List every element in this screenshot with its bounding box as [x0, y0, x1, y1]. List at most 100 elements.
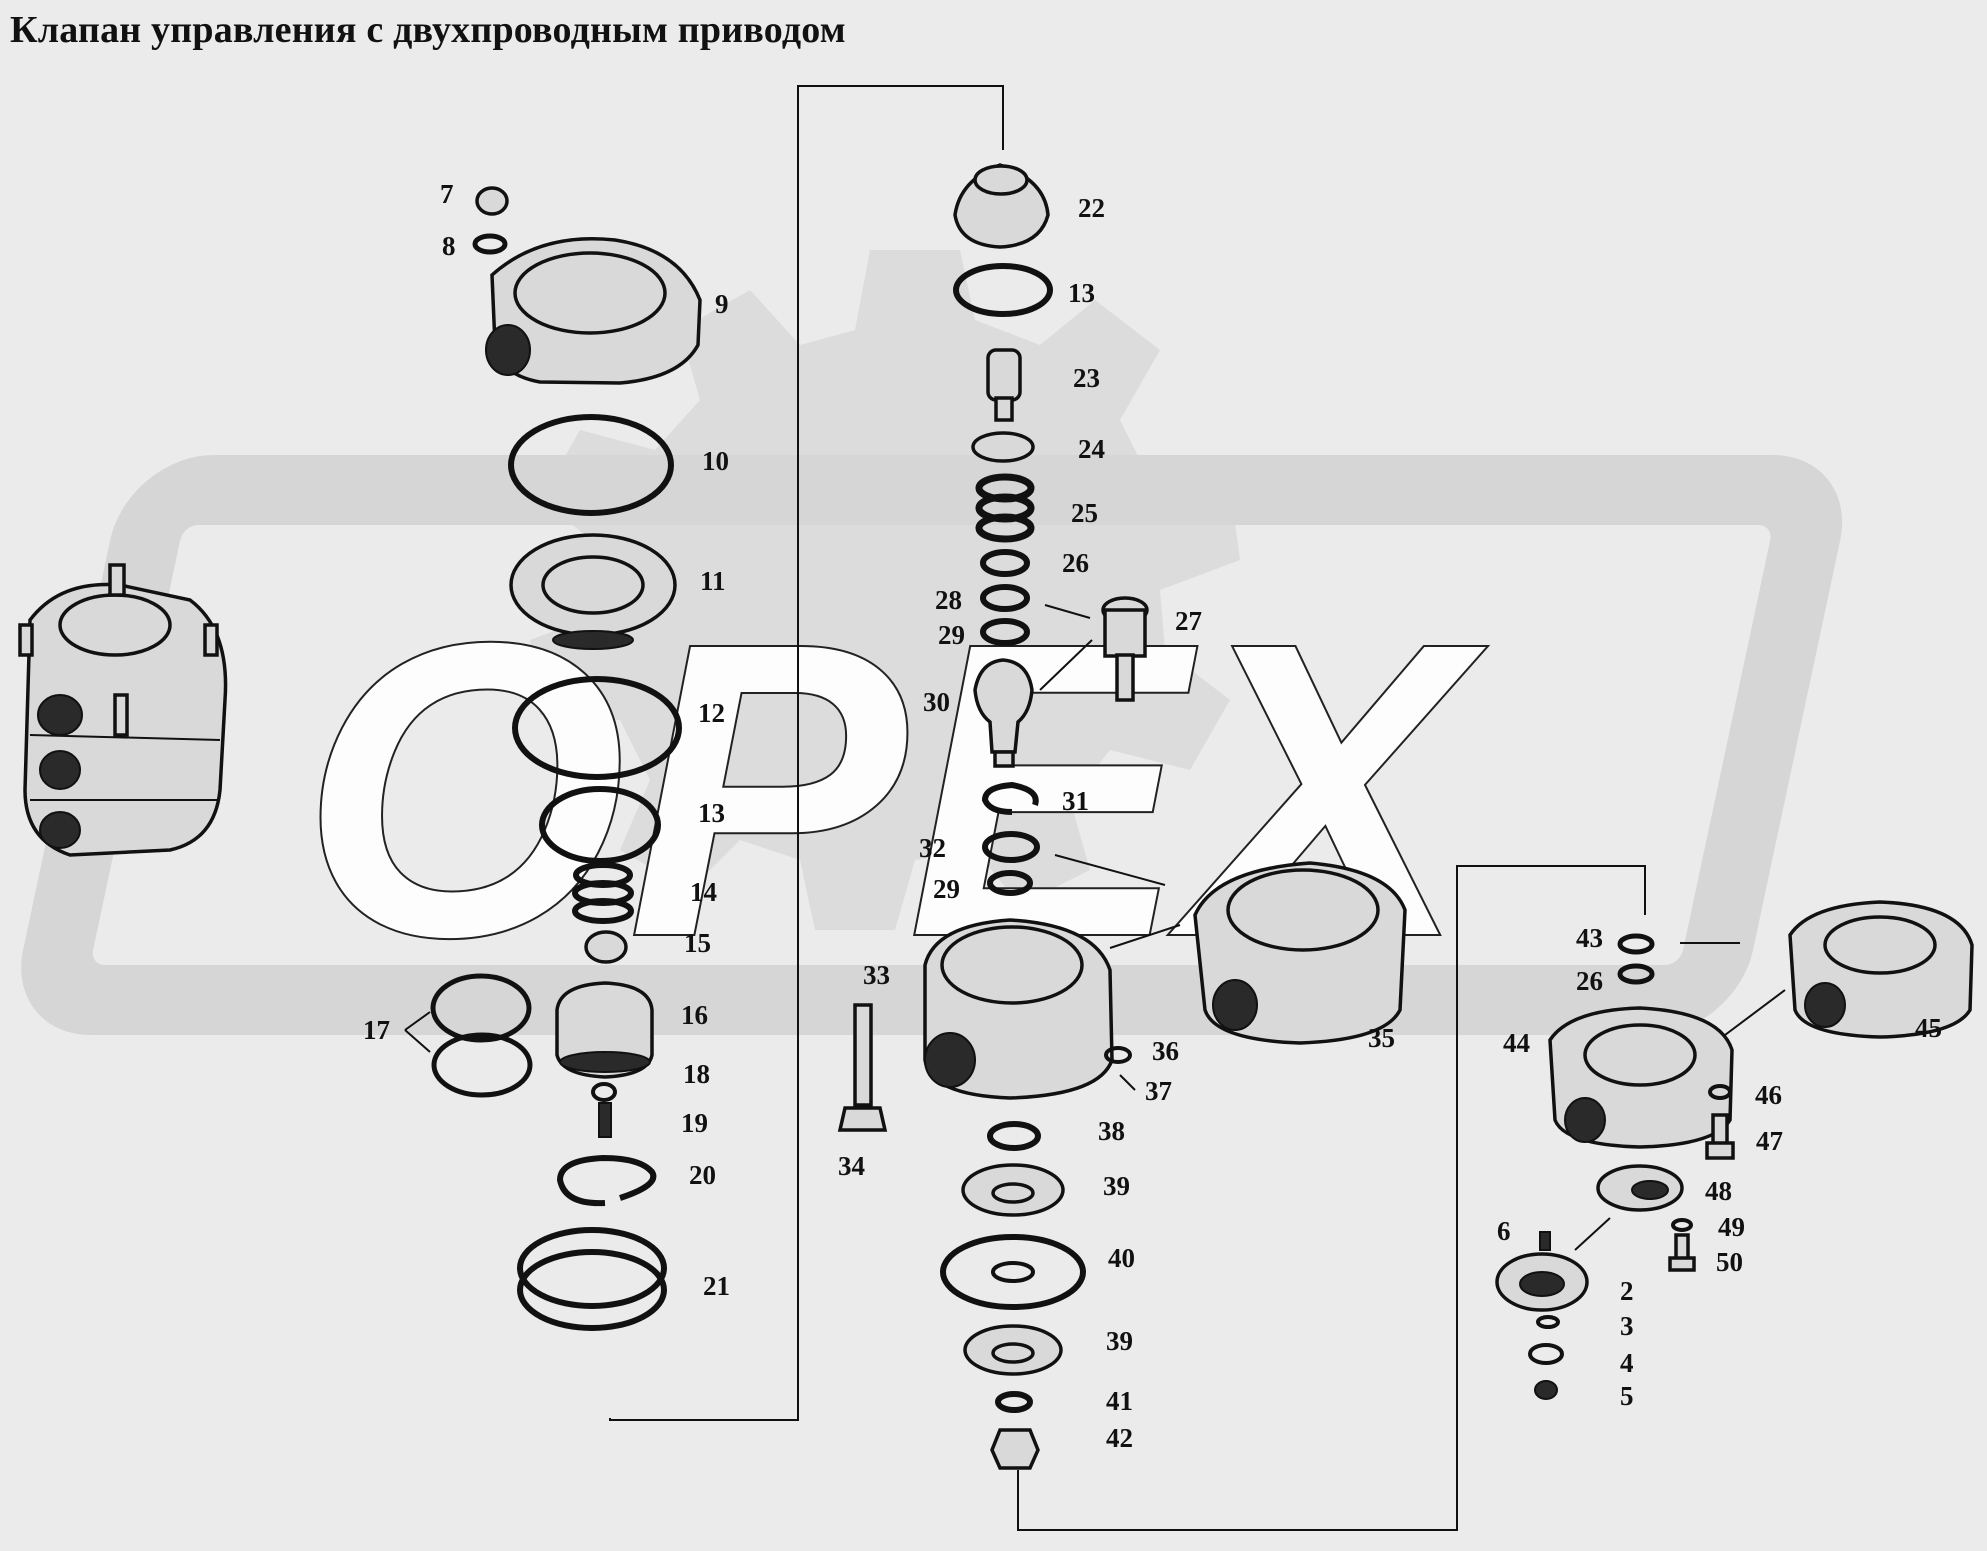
- right-parts: [1193, 861, 1974, 1400]
- link-32-to-35: [1054, 854, 1166, 886]
- callout-17: 17: [363, 1015, 390, 1045]
- callout-26-right: 26: [1576, 966, 1603, 996]
- callout-31: 31: [1062, 786, 1089, 816]
- part-16-piston: [555, 981, 654, 1079]
- part-12-ring: [512, 676, 682, 780]
- part-19-screw: [598, 1102, 612, 1138]
- callout-12: 12: [698, 698, 725, 728]
- part-39-washer-a: [961, 1163, 1065, 1217]
- callout-15: 15: [684, 928, 711, 958]
- callout-41: 41: [1106, 1386, 1133, 1416]
- callout-38: 38: [1098, 1116, 1125, 1146]
- callout-8: 8: [442, 231, 456, 261]
- part-41-ring: [995, 1391, 1033, 1413]
- callout-29-center: 29: [933, 874, 960, 904]
- page-title: Клапан управления с двухпроводным привод…: [10, 9, 846, 51]
- link-44-to-45: [1724, 989, 1786, 1036]
- callout-4: 4: [1620, 1348, 1634, 1378]
- callout-46: 46: [1755, 1080, 1782, 1110]
- part-10-ring: [508, 414, 674, 516]
- part-20-circlip: [556, 1154, 657, 1207]
- part-5-nut: [1534, 1380, 1558, 1400]
- callout-23: 23: [1073, 363, 1100, 393]
- callout-9: 9: [715, 289, 729, 319]
- callout-14: 14: [690, 877, 717, 907]
- callout-48: 48: [1705, 1176, 1732, 1206]
- callout-13: 13: [698, 798, 725, 828]
- part-25-spring: [975, 473, 1035, 543]
- link-6-to-48: [1574, 1217, 1611, 1251]
- callout-13-center: 13: [1068, 278, 1095, 308]
- watermark-gear: [530, 250, 1240, 930]
- callout-33: 33: [863, 960, 890, 990]
- callout-26: 26: [1062, 548, 1089, 578]
- part-17-ring-a: [430, 973, 532, 1043]
- callout-27: 27: [1175, 606, 1202, 636]
- link-left-column: [609, 85, 1004, 1421]
- part-21-sleeve: [517, 1227, 667, 1331]
- callout-3: 3: [1620, 1311, 1634, 1341]
- part-11-diaphragm: [509, 533, 677, 650]
- callout-2: 2: [1620, 1276, 1634, 1306]
- callout-25: 25: [1071, 498, 1098, 528]
- part-38-ring: [987, 1121, 1041, 1151]
- part-34-bolt: [837, 1003, 888, 1132]
- callout-42: 42: [1106, 1423, 1133, 1453]
- callout-24: 24: [1078, 434, 1105, 464]
- part-31-circlip: [981, 781, 1039, 815]
- callout-44: 44: [1503, 1028, 1530, 1058]
- part-7-nut: [475, 186, 509, 216]
- part-18-ring: [591, 1082, 617, 1102]
- part-30-valve-stem: [973, 658, 1034, 768]
- part-42-nut: [990, 1428, 1040, 1470]
- part-23-valve: [986, 348, 1022, 422]
- part-14-spring: [572, 862, 634, 924]
- part-40-disk: [940, 1234, 1086, 1310]
- callout-10: 10: [702, 446, 729, 476]
- part-50-bolt: [1668, 1233, 1696, 1272]
- part-15-plunger: [584, 930, 628, 964]
- left-column-parts: [430, 186, 702, 1331]
- leader-17-a: [404, 1011, 431, 1031]
- part-13-ring-center: [953, 263, 1053, 317]
- callout-32: 32: [919, 833, 946, 863]
- callout-7: 7: [440, 179, 454, 209]
- link-right-column: [1017, 865, 1646, 1531]
- callout-39-lower: 39: [1106, 1326, 1133, 1356]
- part-6-plate: [1495, 1252, 1589, 1312]
- part-35-housing: [1193, 861, 1407, 1045]
- part-29-ring-center: [987, 870, 1033, 896]
- callout-39: 39: [1103, 1171, 1130, 1201]
- part-32-ring: [982, 831, 1040, 863]
- callout-5: 5: [1620, 1381, 1634, 1411]
- link-33-to-35: [1109, 924, 1181, 949]
- part-29-ring: [980, 618, 1030, 646]
- part-9-cover: [485, 237, 702, 385]
- callout-37: 37: [1145, 1076, 1172, 1106]
- callout-49: 49: [1718, 1212, 1745, 1242]
- part-46-ring: [1708, 1084, 1732, 1100]
- callout-34: 34: [838, 1151, 865, 1181]
- callout-11: 11: [700, 566, 726, 596]
- callout-50: 50: [1716, 1247, 1743, 1277]
- assembled-valve: [18, 563, 228, 857]
- part-17-ring-b: [431, 1032, 533, 1098]
- part-27-valve: [1101, 596, 1149, 702]
- part-47-bolt: [1705, 1113, 1735, 1160]
- callout-18: 18: [683, 1059, 710, 1089]
- center-column-parts: [837, 163, 1149, 1470]
- part-2-screw: [1539, 1231, 1551, 1251]
- callout-47: 47: [1756, 1126, 1783, 1156]
- part-33-body: [923, 918, 1114, 1100]
- part-4-washer: [1528, 1343, 1564, 1365]
- watermark: OPEX: [21, 250, 1843, 1035]
- callout-20: 20: [689, 1160, 716, 1190]
- callout-28: 28: [935, 585, 962, 615]
- callout-30: 30: [923, 687, 950, 717]
- part-22-cap: [953, 163, 1050, 249]
- callout-6: 6: [1497, 1216, 1511, 1246]
- part-44-cover: [1548, 1006, 1734, 1149]
- part-43-ring: [1617, 933, 1655, 955]
- part-48-plate: [1596, 1164, 1684, 1212]
